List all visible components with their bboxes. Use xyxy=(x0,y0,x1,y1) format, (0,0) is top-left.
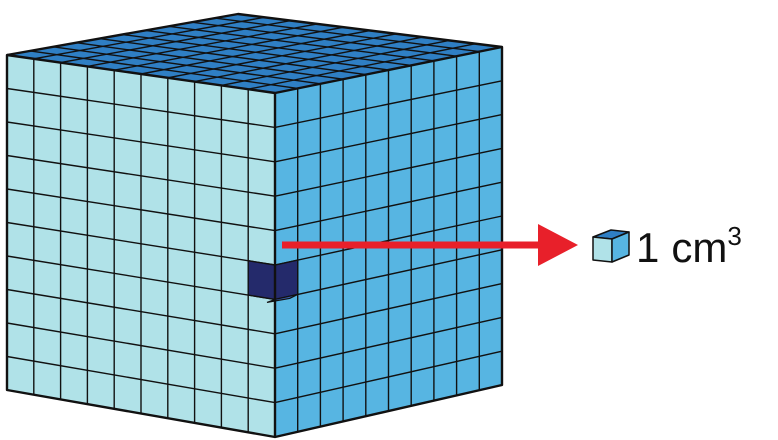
top-grid-line xyxy=(221,39,450,87)
top-grid-line xyxy=(191,21,457,57)
top-grid-line xyxy=(248,43,476,90)
side-grid-row-line xyxy=(274,350,503,404)
unit-cube-icon xyxy=(592,229,630,263)
top-grid-line xyxy=(122,33,389,71)
front-grid-row-line xyxy=(6,322,276,369)
front-grid-row-line xyxy=(6,355,276,404)
top-grid-line xyxy=(168,25,434,62)
cube-silhouette xyxy=(5,12,504,439)
top-grid-line xyxy=(214,17,480,53)
unit-exponent: 3 xyxy=(727,221,741,251)
top-grid-line xyxy=(145,29,412,67)
unit-volume-label: 1 cm3 xyxy=(636,221,742,271)
unit-number: 1 xyxy=(636,224,659,271)
side-grid-row-line xyxy=(274,316,503,369)
cube-outline xyxy=(5,12,504,439)
unit-cube-front xyxy=(592,236,613,263)
top-grid-line xyxy=(194,36,423,83)
removed-unit-cube-cutout xyxy=(247,259,299,303)
front-grid-row-line xyxy=(6,255,276,301)
unit-name: cm xyxy=(671,224,727,271)
large-cube xyxy=(5,12,504,439)
top-grid-line xyxy=(167,33,397,79)
cube-grid-lines xyxy=(6,16,503,433)
front-grid-row-line xyxy=(6,288,276,335)
arrow xyxy=(282,224,578,266)
side-grid-row-line xyxy=(274,282,503,335)
cutout-cavity xyxy=(247,259,299,301)
side-grid-row-line xyxy=(274,249,503,301)
arrow-head xyxy=(538,224,578,266)
unit-cube-side xyxy=(611,231,630,263)
